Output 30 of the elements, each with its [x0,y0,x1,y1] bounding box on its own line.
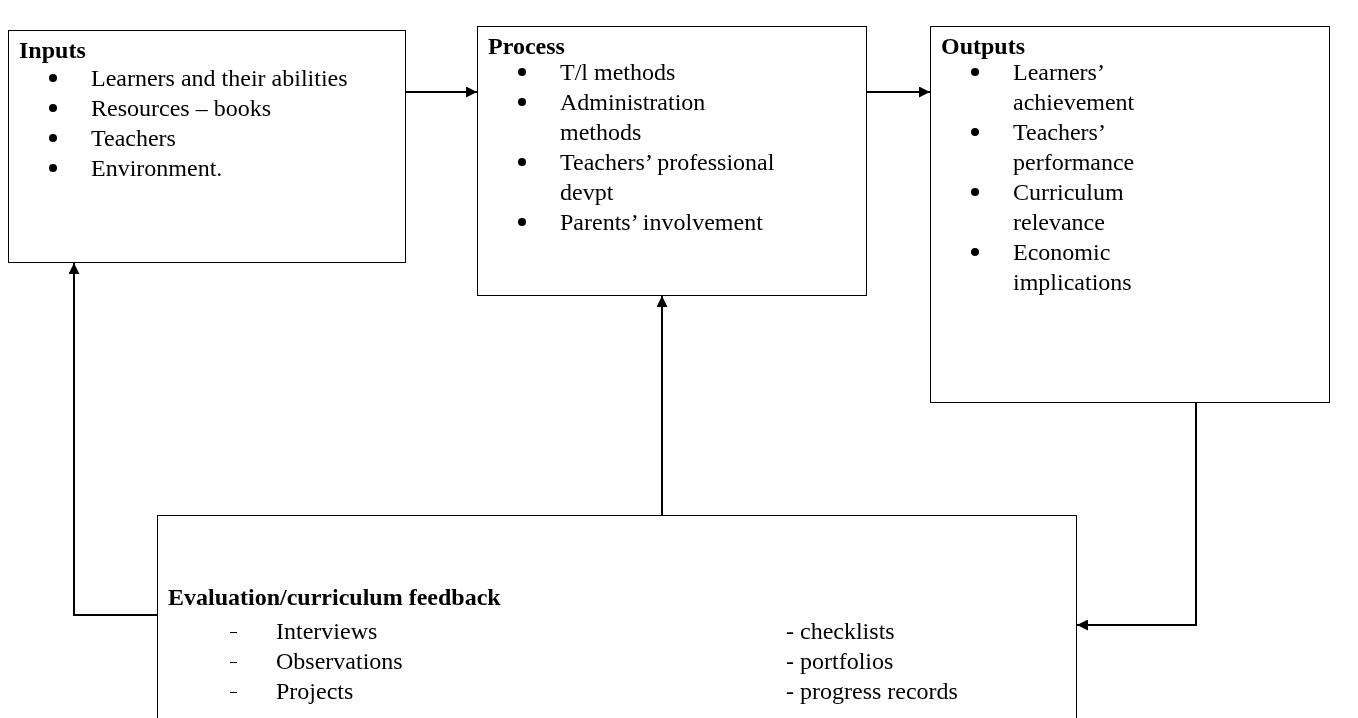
arrow [1076,402,1197,631]
list-item: Administration methods [488,87,788,147]
box-heading: Evaluation/curriculum feedback [168,584,501,611]
list-item: Curriculum relevance [941,177,1181,237]
list-item: Parents’ involvement [488,207,788,237]
process-box [157,515,1077,718]
list-item: - portfolios [786,647,895,676]
list-item: Teachers’ performance [941,117,1181,177]
list-item: Teachers’ professional devpt [488,147,788,207]
arrow [656,295,668,516]
list-item: Learners and their abilities [19,63,391,93]
list-item: Projects [168,676,568,706]
list-item: - checklists [786,617,896,646]
list-item: T/l methods [488,57,788,87]
process-box [477,26,867,296]
list-item: Observations [168,646,568,676]
box-heading: Inputs [19,37,86,64]
arrow [405,86,478,98]
process-box [8,30,406,263]
list-item: Economic implications [941,237,1181,297]
box-heading: Outputs [941,33,1026,60]
process-box [930,26,1330,403]
list-item: Teachers [19,123,391,153]
box-heading: Process [488,33,565,60]
list-item: Resources – books [19,93,391,123]
arrow [68,262,158,616]
list-item: - progress records [786,677,959,706]
list-item: Environment. [19,153,391,183]
list-item: Interviews [168,616,568,646]
arrow [866,86,931,98]
